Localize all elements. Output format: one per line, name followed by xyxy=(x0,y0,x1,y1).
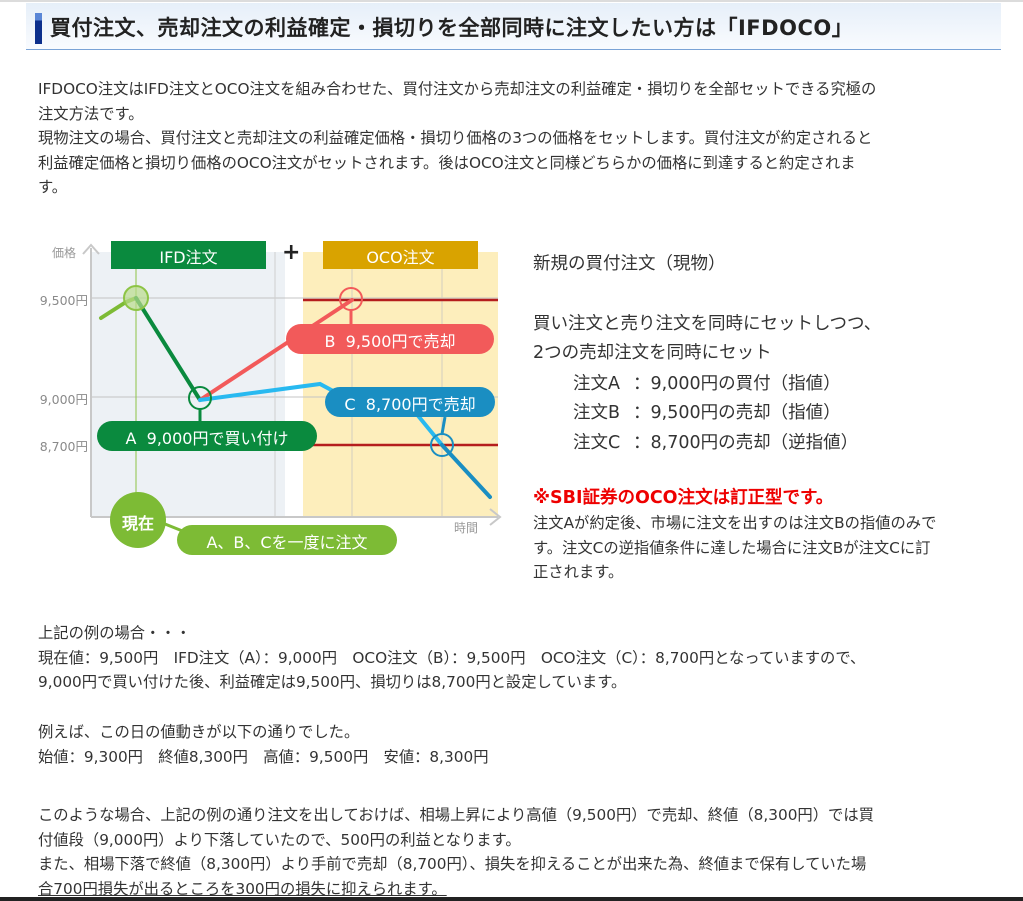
note-line: 注文Aが約定後、市場に注文を出すのは注文Bの指値のみで xyxy=(533,514,937,532)
window-bottom-edge xyxy=(0,897,1023,901)
intro-line: 現物注文の場合、買付注文と売却注文の利益確定価格・損切り価格の3つの価格をセット… xyxy=(38,129,873,147)
plus-icon: + xyxy=(282,240,301,265)
daily-line: 始値：9,300円 終値8,300円 高値：9,500円 安値：8,300円 xyxy=(38,747,489,766)
oco-note: 注文Aが約定後、市場に注文を出すのは注文Bの指値のみで す。注文Cの逆指値条件に… xyxy=(533,511,936,585)
heading-accent-bar xyxy=(35,13,42,44)
oco-tag: OCO注文 xyxy=(366,248,435,267)
y-tick-9500: 9,500円 xyxy=(39,293,88,308)
x-axis-label: 時間 xyxy=(454,521,479,535)
order-b-desc: ：9,500円の売却（指値） xyxy=(633,403,841,423)
note-line: す。注文Cの逆指値条件に達した場合に注文Bが注文Cに訂 xyxy=(533,538,931,557)
now-badge: 現在 xyxy=(121,514,154,533)
chart-svg xyxy=(82,241,502,555)
intro-line: 利益確定価格と損切り価格のOCO注文がセットされます。後はOCO注文と同様どちら… xyxy=(38,153,856,172)
callout-a: A 9,000円で買い付け xyxy=(125,429,289,448)
note-line: 正されます。 xyxy=(533,563,624,581)
result-line: 合700円損失が出るところを300円の損失に抑えられます。 xyxy=(38,879,447,898)
order-b-name: 注文B xyxy=(573,403,621,423)
example-paragraph: 上記の例の場合・・・ 現在値：9,500円 IFD注文（A）：9,000円 OC… xyxy=(38,621,865,695)
order-a-name: 注文A xyxy=(573,374,620,394)
now-marker-icon xyxy=(123,285,149,311)
order-c-name: 注文C xyxy=(573,433,621,453)
order-a-desc: ：9,000円の買付（指値） xyxy=(633,374,841,394)
example-line: 上記の例の場合・・・ xyxy=(38,624,191,642)
sbi-oco-warning: ※SBI証券のOCO注文は訂正型です。 xyxy=(533,488,834,508)
summary-line: 買い注文と売り注文を同時にセットしつつ、 xyxy=(533,314,882,334)
intro-line: 注文方法です。 xyxy=(38,104,144,123)
y-tick-8700: 8,700円 xyxy=(39,439,88,454)
order-c-desc: ：8,700円の売却（逆指値） xyxy=(633,433,859,453)
daily-line: 例えば、この日の値動きが以下の通りでした。 xyxy=(38,723,360,741)
result-line: 付値段（9,000円）より下落していたので、500円の利益となります。 xyxy=(38,830,521,849)
example-line: 現在値：9,500円 IFD注文（A）：9,000円 OCO注文（B）：9,50… xyxy=(38,648,866,667)
result-line: また、相場下落で終値（8,300円）より手前で売却（8,700円）、損失を抑える… xyxy=(38,855,867,873)
page-title: 買付注文、売却注文の利益確定・損切りを全部同時に注文したい方は「IFDOCO」 xyxy=(50,16,854,40)
intro-paragraph: IFDOCO注文はIFD注文とOCO注文を組み合わせた、買付注文から売却注文の利… xyxy=(38,77,876,200)
callout-b: B 9,500円で売却 xyxy=(324,332,456,351)
daily-movement-paragraph: 例えば、この日の値動きが以下の通りでした。 始値：9,300円 終値8,300円… xyxy=(38,720,489,769)
ifdoco-chart: 価格 9,500円 9,000円 8,700円 IFD注文 + OCO注文 A … xyxy=(40,232,510,572)
top-border xyxy=(0,0,1023,2)
intro-line: す。 xyxy=(38,178,68,196)
y-tick-9000: 9,000円 xyxy=(39,392,88,407)
y-axis-label: 価格 xyxy=(52,246,77,260)
x-axis-arrow-icon xyxy=(489,508,502,526)
example-line: 9,000円で買い付けた後、利益確定は9,500円、損切りは8,700円と設定し… xyxy=(38,673,627,691)
y-axis-arrow-icon xyxy=(82,243,100,255)
ifd-tag: IFD注文 xyxy=(159,248,218,267)
section-heading: 買付注文、売却注文の利益確定・損切りを全部同時に注文したい方は「IFDOCO」 xyxy=(26,3,1001,50)
result-line: このような場合、上記の例の通り注文を出しておけば、相場上昇により高値（9,500… xyxy=(38,806,874,824)
summary-line: 2つの売却注文を同時にセット xyxy=(533,343,772,363)
summary-title: 新規の買付注文（現物） xyxy=(533,254,726,274)
order-all-callout: A、B、Cを一度に注文 xyxy=(206,533,368,552)
callout-c: C 8,700円で売却 xyxy=(344,395,476,414)
intro-line: IFDOCO注文はIFD注文とOCO注文を組み合わせた、買付注文から売却注文の利… xyxy=(38,80,877,98)
result-paragraph: このような場合、上記の例の通り注文を出しておけば、相場上昇により高値（9,500… xyxy=(38,803,874,901)
